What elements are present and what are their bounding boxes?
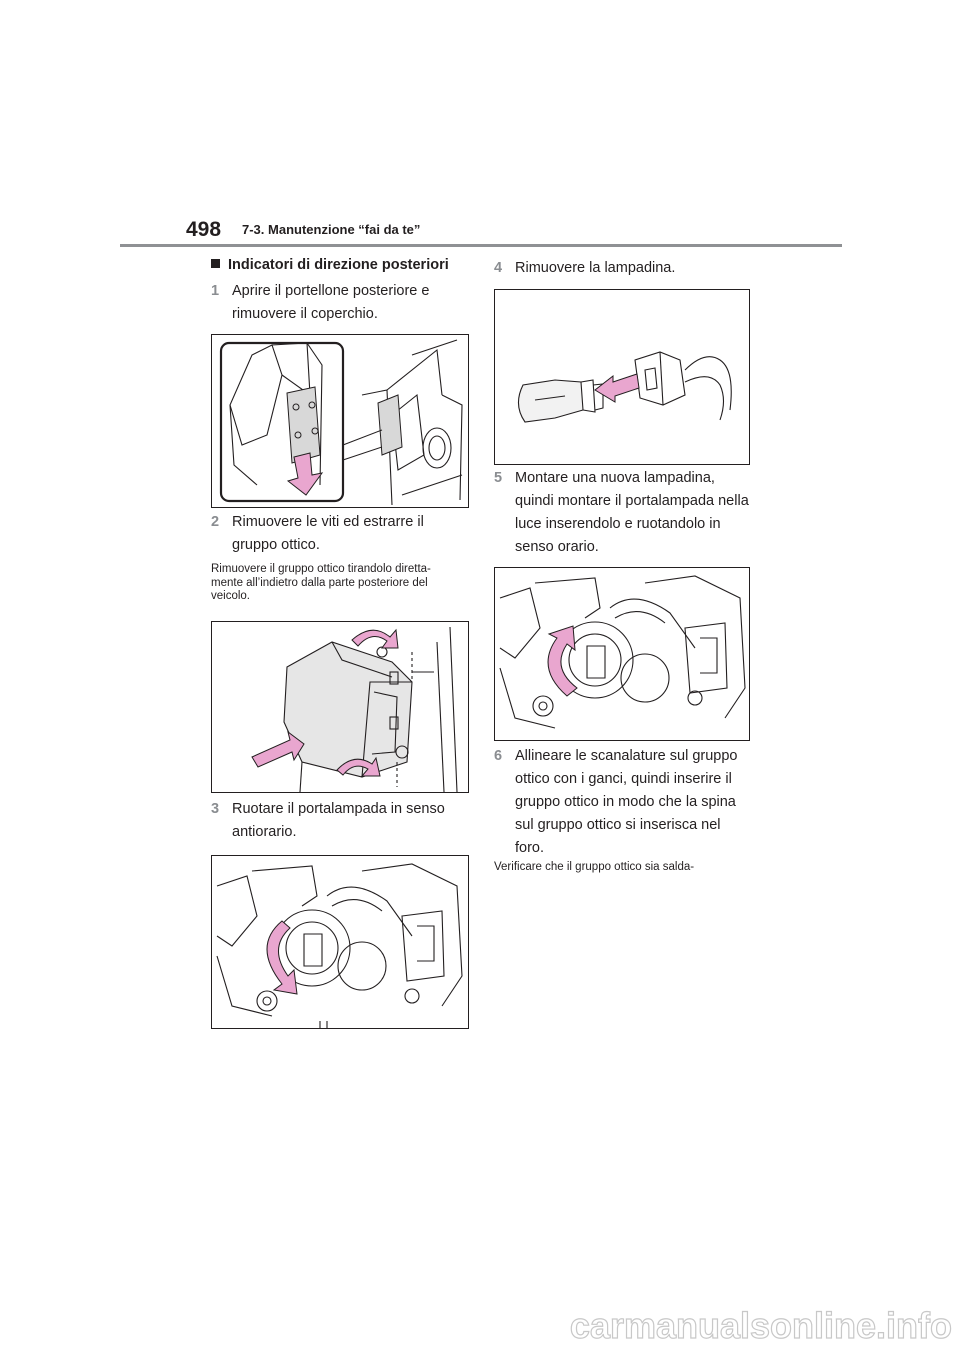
heading-text: Indicatori di direzione posteriori xyxy=(228,257,449,273)
step-3: 3 Ruotare il portalampada in senso antio… xyxy=(211,798,466,844)
step-5: 5 Montare una nuova lampadina, quindi mo… xyxy=(494,467,749,559)
cover-illustration xyxy=(219,339,463,506)
step-6-note: Verificare che il gruppo ottico sia sald… xyxy=(494,861,695,873)
bulb-holder-ccw-illustration xyxy=(216,863,463,1028)
step-text: Rimuovere la lampadina. xyxy=(515,260,676,276)
step-text: Ruotare il portalampada in senso antiora… xyxy=(232,801,445,840)
light-assembly-illustration xyxy=(251,626,458,792)
bulb-removal-illustration xyxy=(517,351,732,423)
figure-remove-light-assembly xyxy=(211,621,469,793)
section-heading: Indicatori di direzione posteriori xyxy=(211,257,449,273)
step-2-note: Rimuovere il gruppo ottico tirandolo dir… xyxy=(211,563,431,602)
step-text: Aprire il portellone posteriore e rimuov… xyxy=(232,283,430,322)
header-rule xyxy=(120,244,842,247)
step-number: 2 xyxy=(211,514,220,530)
step-text: Allineare le scanalature sul gruppo otti… xyxy=(515,748,738,856)
figure-remove-bulb xyxy=(494,289,750,465)
step-1: 1 Aprire il portellone posteriore e rimu… xyxy=(211,280,466,326)
step-text: Rimuovere le viti ed estrarre il gruppo … xyxy=(232,514,424,553)
step-number: 5 xyxy=(494,470,503,486)
step-text: Montare una nuova lampadina, quindi mont… xyxy=(515,470,749,555)
step-4: 4 Rimuovere la lampadina. xyxy=(494,257,749,280)
step-number: 1 xyxy=(211,283,220,299)
page-number: 498 xyxy=(186,218,222,241)
figure-rotate-bulb-holder-cw xyxy=(494,567,750,741)
step-2: 2 Rimuovere le viti ed estrarre il grupp… xyxy=(211,511,466,557)
section-title: 7-3. Manutenzione “fai da te” xyxy=(242,222,421,237)
square-bullet-icon xyxy=(211,259,220,268)
bulb-holder-cw-illustration xyxy=(499,575,746,729)
step-number: 3 xyxy=(211,801,220,817)
figure-rotate-bulb-holder-ccw xyxy=(211,855,469,1029)
step-number: 4 xyxy=(494,260,503,276)
step-number: 6 xyxy=(494,748,503,764)
figure-remove-cover xyxy=(211,334,469,508)
watermark-text: carmanualsonline.info xyxy=(570,1305,952,1346)
step-6: 6 Allineare le scanalature sul gruppo ot… xyxy=(494,745,749,860)
